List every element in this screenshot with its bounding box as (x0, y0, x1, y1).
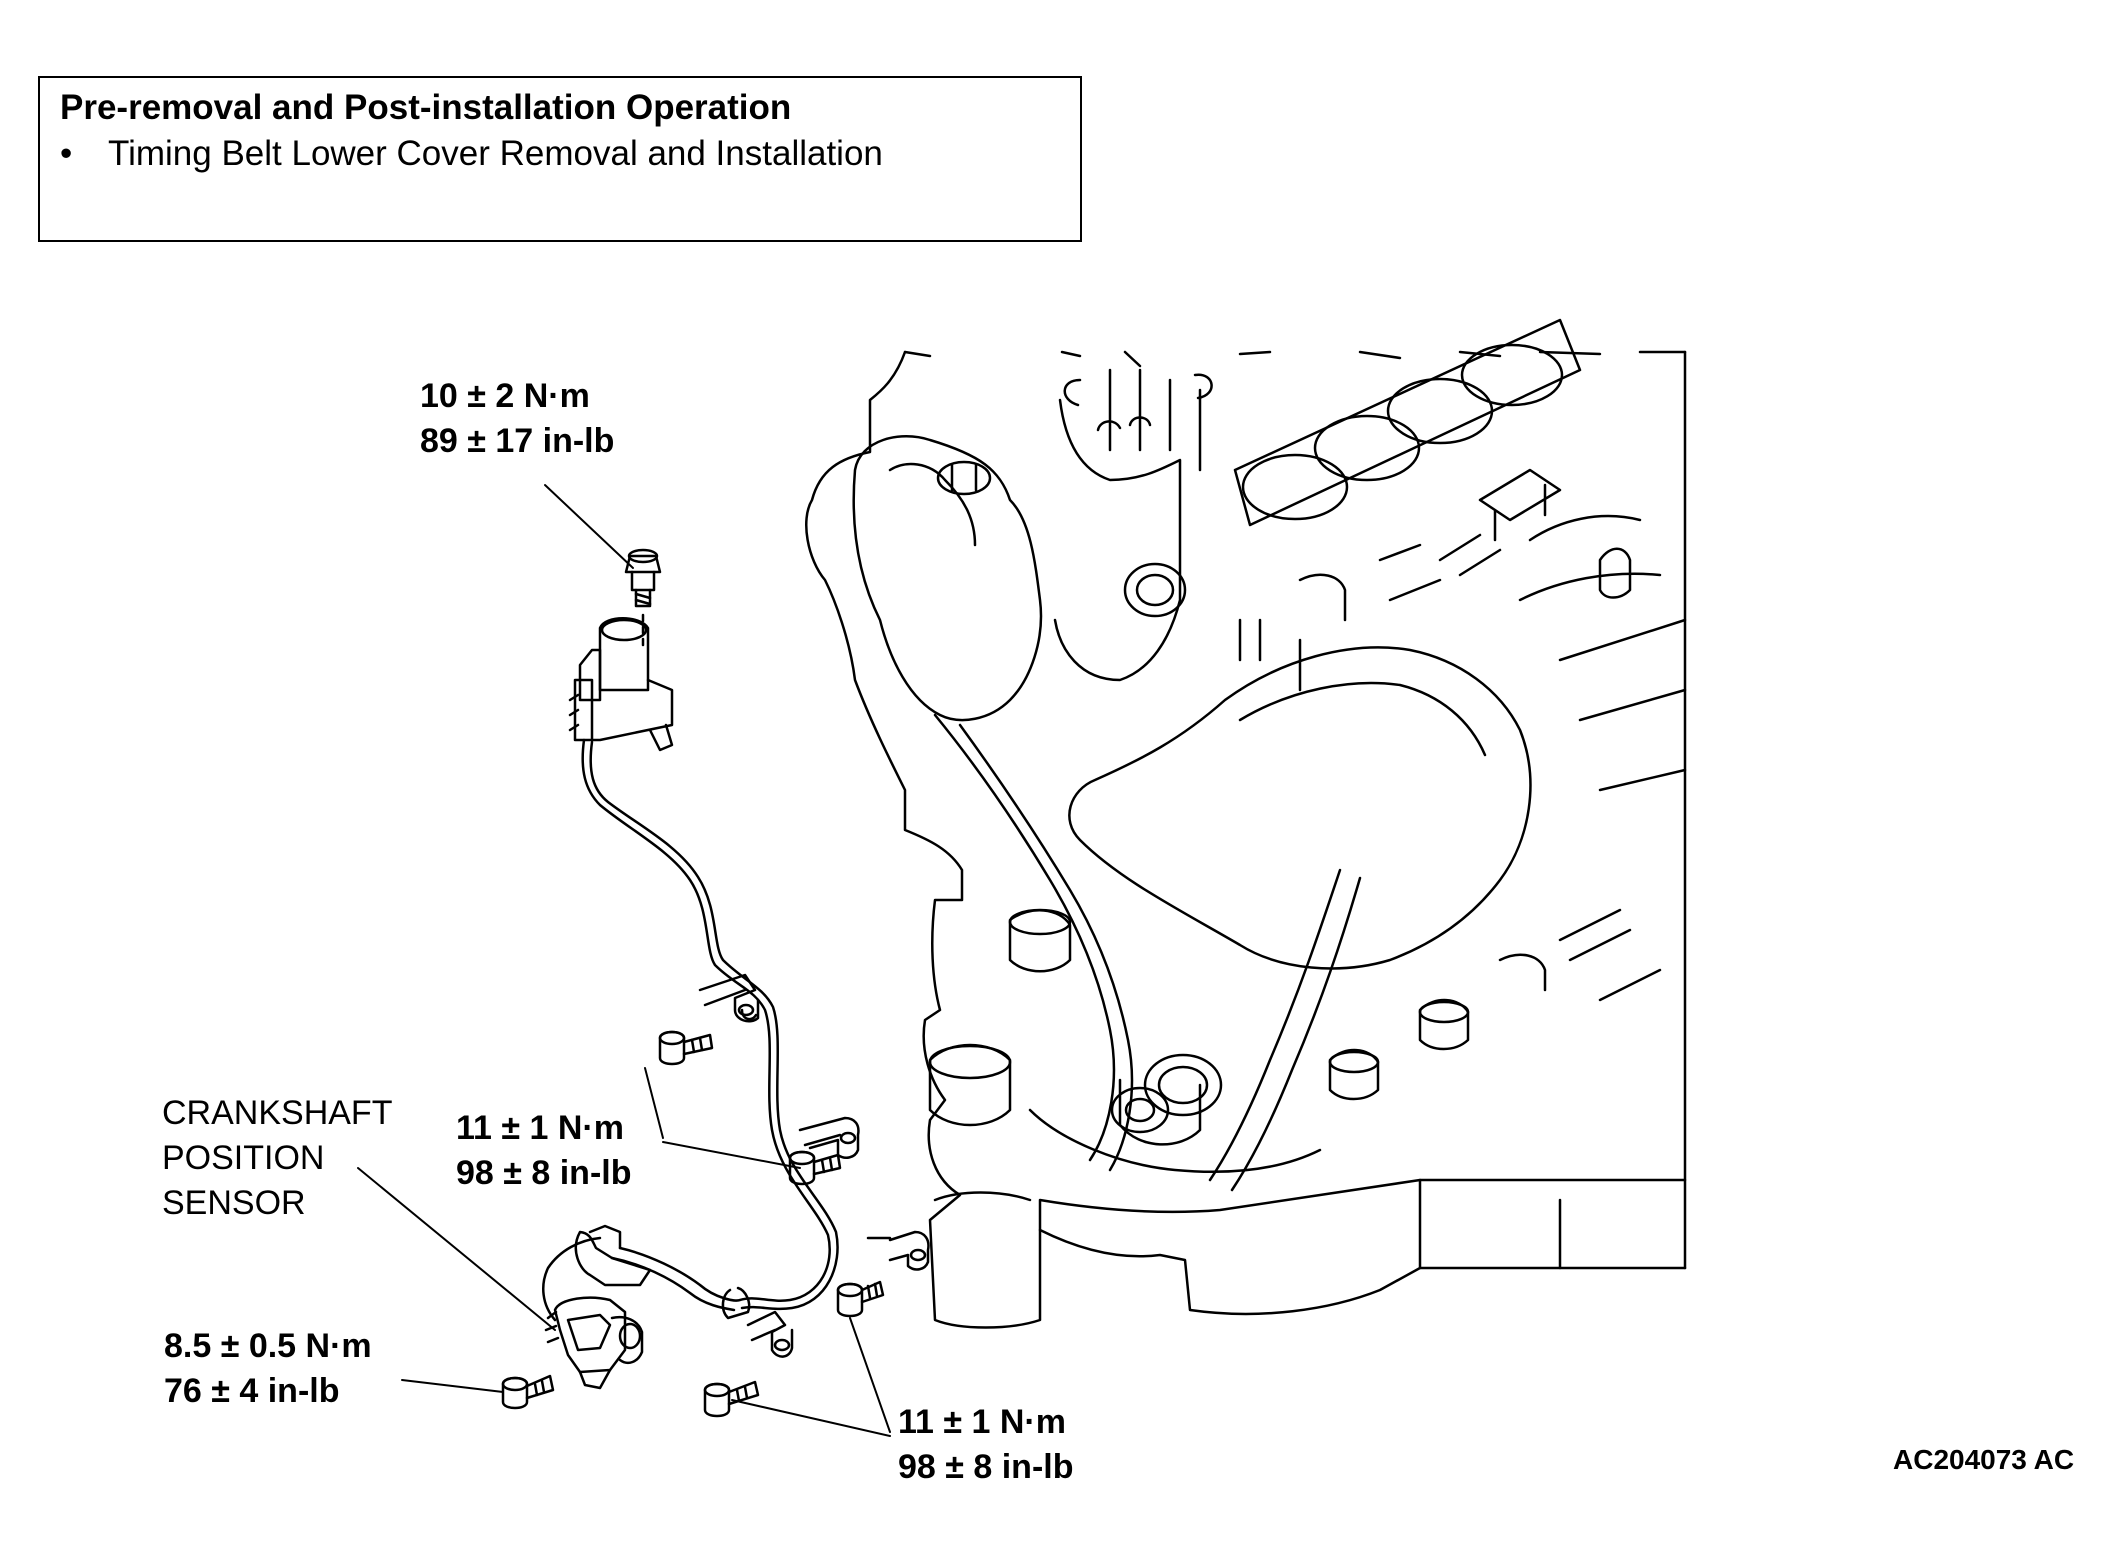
crankshaft-sensor-label: CRANKSHAFT POSITION SENSOR (162, 1091, 392, 1226)
sensor-bolt-torque-imperial: 76 ± 4 in-lb (164, 1372, 340, 1410)
pre-removal-note-box: Pre-removal and Post-installation Operat… (38, 76, 1082, 242)
leader-lines (357, 484, 891, 1437)
middle-bolts-torque-metric: 11 ± 1 N·m (456, 1109, 624, 1147)
bottom-bolts-torque-imperial: 98 ± 8 in-lb (898, 1448, 1074, 1486)
middle-bolts-torque-imperial: 98 ± 8 in-lb (456, 1154, 632, 1192)
note-item-text: Timing Belt Lower Cover Removal and Inst… (108, 134, 883, 173)
sensor-bolt-torque-metric: 8.5 ± 0.5 N·m (164, 1327, 372, 1365)
top-bolt-torque-label: 10 ± 2 N·m 89 ± 17 in-lb (420, 374, 614, 464)
note-item: • Timing Belt Lower Cover Removal and Ins… (60, 134, 883, 174)
note-title: Pre-removal and Post-installation Operat… (60, 88, 792, 127)
harness-bolts (658, 1030, 885, 1418)
top-sensor-assembly (568, 548, 839, 1311)
harness-brackets (698, 973, 930, 1358)
top-bolt-torque-metric: 10 ± 2 N·m (420, 377, 590, 415)
bullet-icon: • (60, 134, 73, 173)
bottom-bolts-torque-metric: 11 ± 1 N·m (898, 1403, 1066, 1441)
crankshaft-pulley (1028, 1053, 1322, 1174)
top-bolt-torque-imperial: 89 ± 17 in-lb (420, 422, 615, 460)
cylinder-bores (1233, 318, 1582, 527)
crankshaft-sensor-line-3: SENSOR (162, 1184, 306, 1222)
crankshaft-sensor-line-1: CRANKSHAFT (162, 1094, 393, 1132)
engine-block (805, 318, 1687, 1329)
crankshaft-position-sensor (501, 1224, 742, 1410)
middle-bolts-torque-label: 11 ± 1 N·m 98 ± 8 in-lb (456, 1106, 631, 1196)
sensor-bolt-torque-label: 8.5 ± 0.5 N·m 76 ± 4 in-lb (164, 1324, 372, 1414)
bottom-bolts-torque-label: 11 ± 1 N·m 98 ± 8 in-lb (898, 1400, 1073, 1490)
crankshaft-sensor-line-2: POSITION (162, 1139, 325, 1177)
figure-reference-code: AC204073 AC (1893, 1444, 2075, 1475)
